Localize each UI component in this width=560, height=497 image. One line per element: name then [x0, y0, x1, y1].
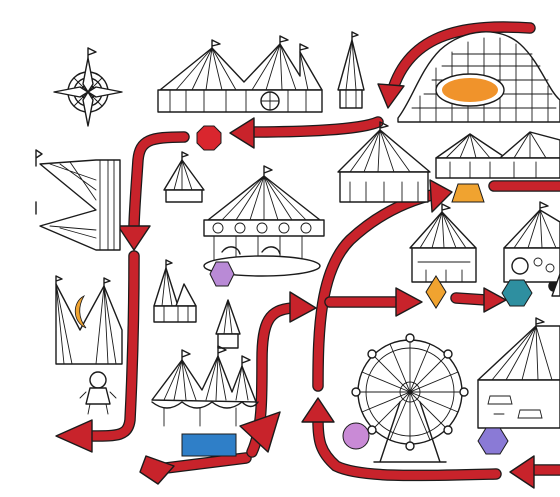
tower-tent-icon — [215, 299, 241, 349]
ferris-wheel-icon — [351, 333, 469, 463]
stall-marker — [451, 183, 485, 203]
big-top-marker — [181, 433, 237, 457]
route-arrowhead — [55, 419, 93, 453]
route-arrowhead — [301, 397, 335, 423]
moon-icon — [74, 295, 87, 329]
stall-icon — [551, 273, 560, 297]
route-arrowhead — [239, 411, 281, 453]
route-arrowhead — [117, 225, 151, 251]
small-tent-icon — [163, 151, 205, 203]
route-arrowhead — [229, 117, 255, 149]
route-arrowhead — [483, 287, 507, 313]
route-arrowhead — [429, 179, 453, 213]
octagon-icon — [196, 125, 222, 151]
stall-icon — [435, 131, 560, 179]
booth-icon — [503, 201, 560, 283]
carousel-icon — [203, 165, 325, 277]
compass-rose-icon — [53, 47, 123, 127]
route-arrowhead — [289, 291, 317, 323]
route-arrowhead — [139, 455, 175, 485]
moon-tents-icon — [55, 275, 123, 365]
booth-icon — [409, 203, 477, 283]
clown-figure-icon — [79, 371, 117, 415]
route-arrowhead — [509, 455, 535, 489]
tower-tent-icon — [337, 31, 365, 109]
ferris-wheel-marker — [342, 422, 370, 450]
big-top-icon — [151, 345, 259, 457]
bumper-car-tent-icon — [477, 317, 560, 429]
route-arrowhead — [377, 83, 405, 109]
stall-icon — [337, 121, 431, 203]
booth-marker — [425, 275, 447, 309]
teacup-marker — [501, 279, 533, 307]
tent-row-icon — [157, 35, 323, 113]
coaster-marker — [442, 78, 498, 102]
tower-tent-icon — [153, 259, 197, 323]
bumper-cars-marker — [477, 427, 509, 455]
route-path — [55, 21, 560, 489]
flag-tent-icon — [35, 149, 121, 251]
roller-coaster-icon — [397, 31, 560, 123]
route-arrowhead — [395, 287, 423, 317]
carousel-marker — [209, 261, 235, 287]
